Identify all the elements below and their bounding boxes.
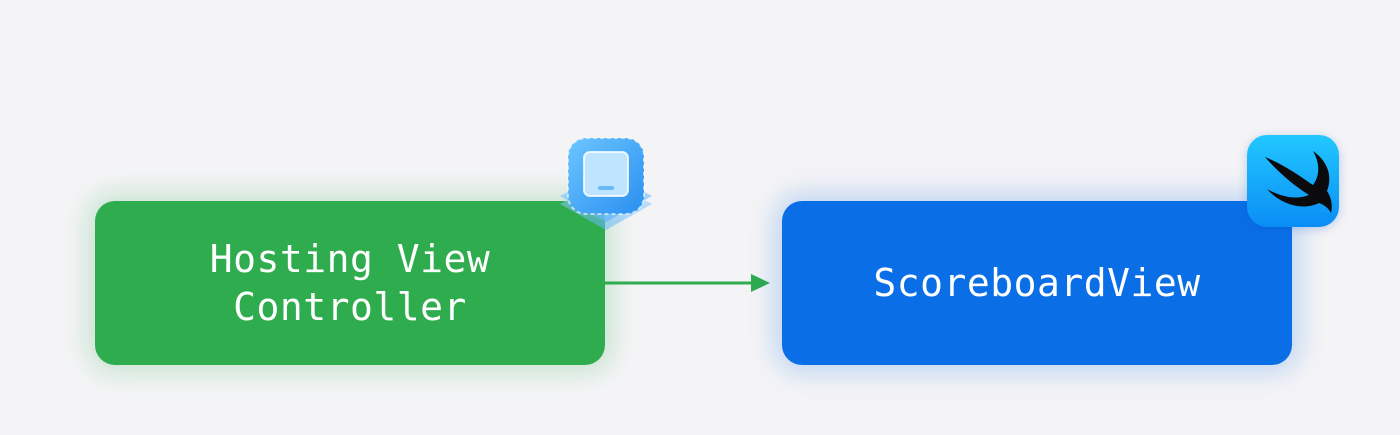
scoreboard-view-node: ScoreboardView (782, 201, 1292, 365)
uikit-layers-icon (560, 137, 652, 230)
scoreboard-view-label: ScoreboardView (873, 261, 1201, 305)
connector-arrow (605, 274, 770, 292)
swift-bird-glyph (1265, 151, 1332, 213)
hosting-view-controller-node: Hosting View Controller (95, 201, 605, 365)
swift-icon (1247, 135, 1339, 227)
hosting-view-controller-label: Hosting View Controller (209, 237, 491, 329)
